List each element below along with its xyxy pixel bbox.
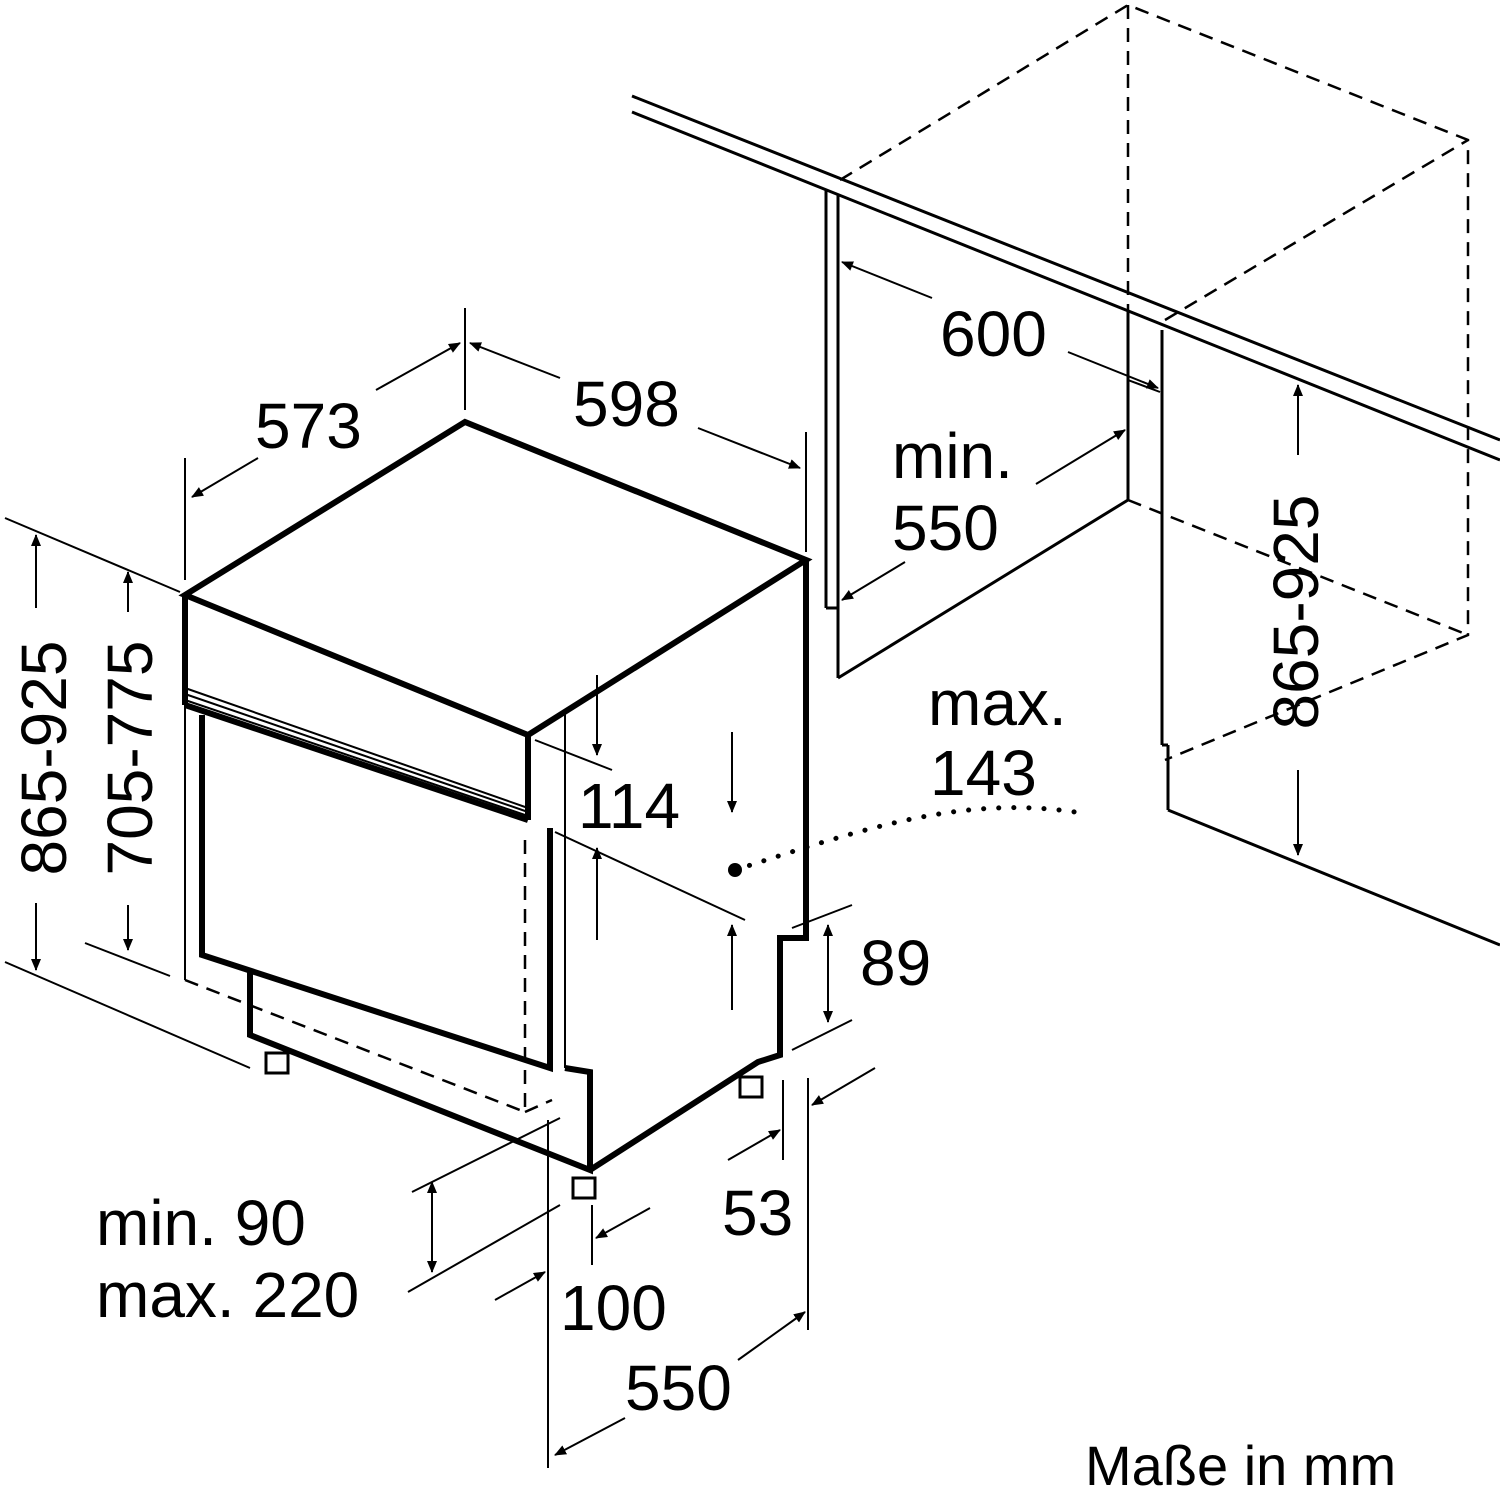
door-front — [199, 715, 553, 1073]
label-plinth-max-220: max. 220 — [96, 1259, 359, 1331]
foot-rear-right — [738, 1075, 764, 1099]
top-panel — [178, 418, 813, 739]
worktop-top-edge — [631, 94, 1500, 442]
foot-front-right — [571, 1176, 597, 1200]
kitchen-niche — [631, 3, 1500, 947]
worktop-bottom-edge — [631, 110, 1500, 462]
label-height-865-925-right: 865-925 — [1260, 495, 1332, 730]
base — [247, 972, 593, 1175]
label-max-143: 143 — [930, 737, 1037, 809]
label-depth-550: 550 — [625, 1352, 732, 1424]
control-panel-lower — [184, 702, 529, 823]
floor-line — [1167, 808, 1500, 947]
label-foot-100: 100 — [560, 1272, 667, 1344]
dimension-labels: 573 598 600 min. 550 max. 143 114 89 min… — [8, 298, 1396, 1492]
label-panel-114: 114 — [578, 770, 680, 842]
label-niche-min: min. — [892, 420, 1013, 492]
label-max: max. — [928, 667, 1067, 739]
label-niche-width-600: 600 — [940, 298, 1047, 370]
max-143-leader — [732, 805, 1078, 873]
label-plinth-89: 89 — [860, 927, 931, 999]
right-side — [588, 560, 809, 1173]
label-height-705-775: 705-775 — [94, 641, 166, 876]
label-plinth-min-90: min. 90 — [96, 1187, 306, 1259]
dimension-arrows — [31, 261, 1303, 1456]
label-depth-573: 573 — [255, 390, 362, 462]
left-cabinet-bottom — [837, 498, 1129, 680]
dishwasher — [178, 418, 813, 1200]
foot-front-left — [264, 1051, 290, 1075]
niche-outline-back — [839, 3, 1470, 762]
units-caption: Maße in mm — [1085, 1434, 1396, 1492]
label-width-598: 598 — [573, 368, 680, 440]
extension-lines — [4, 308, 1161, 1468]
label-niche-depth-550: 550 — [892, 492, 999, 564]
label-foot-53: 53 — [722, 1177, 793, 1249]
label-height-865-925-left: 865-925 — [8, 641, 80, 876]
